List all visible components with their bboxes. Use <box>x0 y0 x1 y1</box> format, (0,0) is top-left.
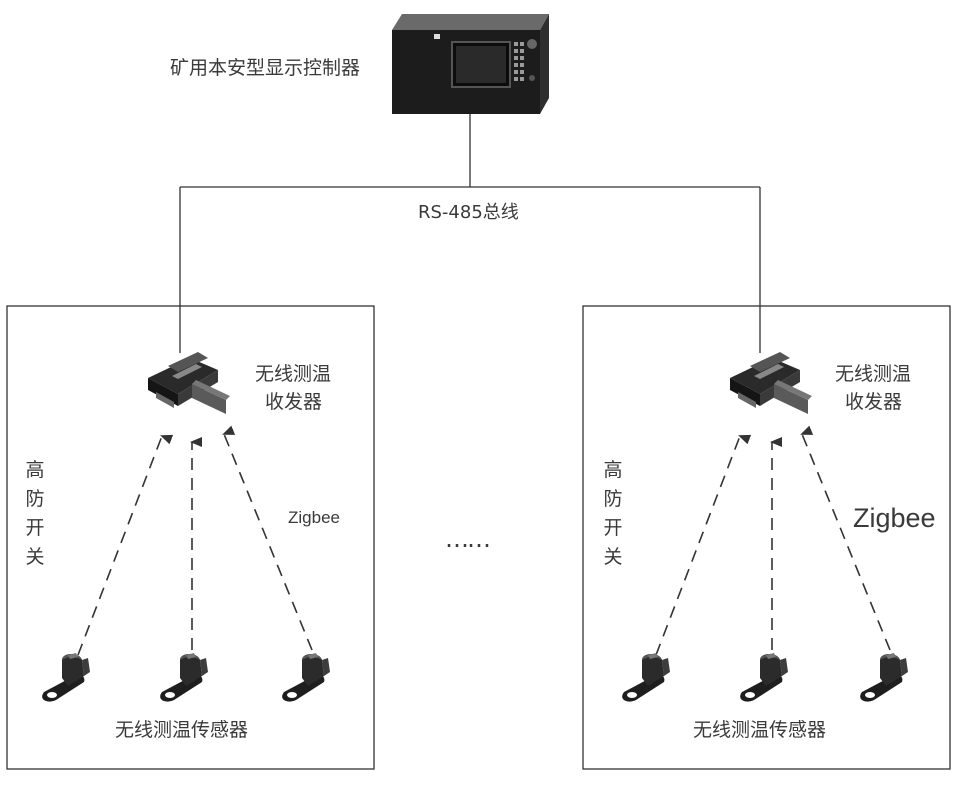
bus-label: RS-485总线 <box>418 202 519 223</box>
protocol-label: Zigbee <box>853 503 936 533</box>
switch-label: 高防开关 <box>25 459 45 568</box>
transceiver-label-line2: 收发器 <box>265 391 323 413</box>
wireless-link-arrows-left <box>77 425 313 656</box>
temperature-sensor-icon <box>282 653 330 702</box>
transceiver-device-icon <box>730 352 812 414</box>
rs485-bus-lines <box>179 114 761 353</box>
wireless-link-arrows-right <box>655 425 891 656</box>
temperature-sensor-icon <box>622 653 670 702</box>
temperature-sensor-icon <box>42 653 90 702</box>
controller-label: 矿用本安型显示控制器 <box>170 57 361 79</box>
controller-device-icon <box>392 14 549 114</box>
ellipsis: …… <box>445 525 491 553</box>
transceiver-label-line1: 无线测温 <box>255 363 332 385</box>
sensors-label: 无线测温传感器 <box>693 719 827 741</box>
temperature-sensor-icon <box>160 653 208 702</box>
group-box-left <box>6 305 375 770</box>
transceiver-device-icon <box>148 352 230 414</box>
temperature-sensor-icon <box>740 653 788 702</box>
temperature-sensor-icon <box>860 653 908 702</box>
transceiver-label-line1: 无线测温 <box>835 363 912 385</box>
switch-label: 高防开关 <box>603 459 623 568</box>
sensors-label: 无线测温传感器 <box>115 719 249 741</box>
transceiver-label-line2: 收发器 <box>845 391 903 413</box>
group-box-right <box>582 305 951 770</box>
protocol-label: Zigbee <box>288 508 340 527</box>
